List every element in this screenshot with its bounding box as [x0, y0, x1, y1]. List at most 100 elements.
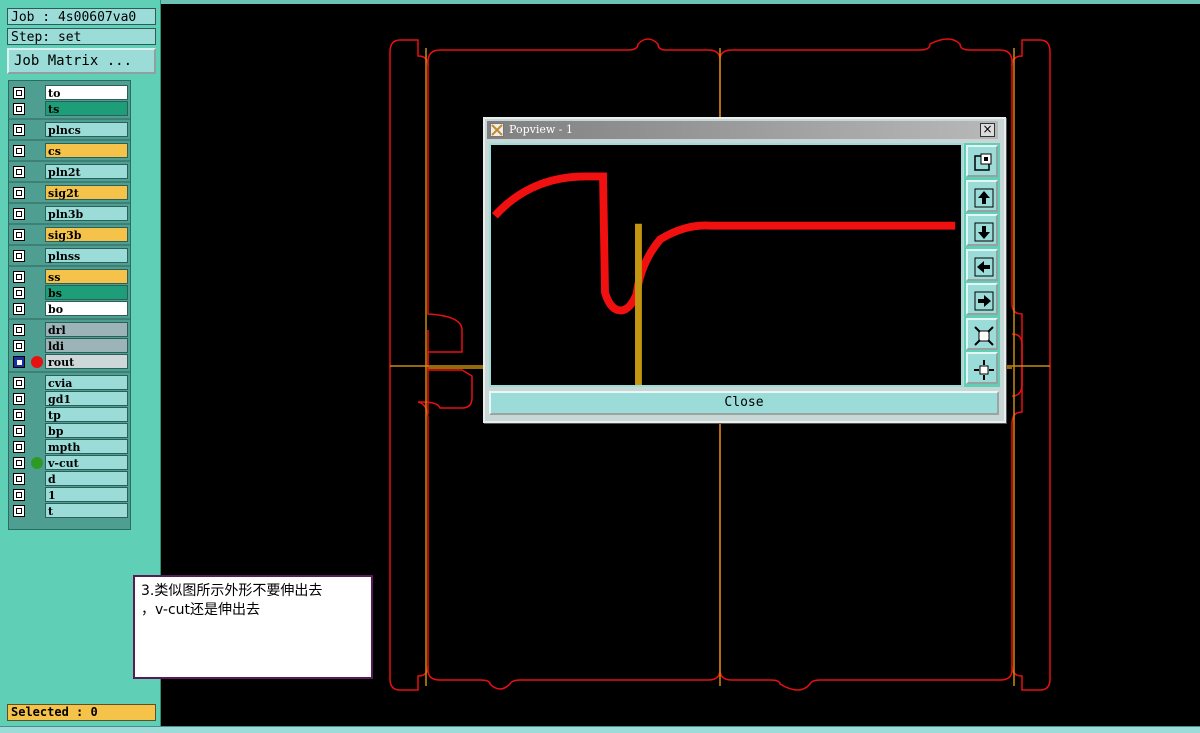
layer-checkbox[interactable]: [13, 287, 25, 299]
layer-name[interactable]: sig3b: [45, 227, 128, 242]
layer-row-to[interactable]: to: [9, 85, 130, 101]
layer-checkbox[interactable]: [13, 489, 25, 501]
close-icon[interactable]: ×: [980, 123, 995, 137]
layer-name[interactable]: plnss: [45, 248, 128, 263]
pan-down-button[interactable]: [966, 214, 998, 246]
layer-name[interactable]: cvia: [45, 375, 128, 390]
layer-checkbox[interactable]: [13, 457, 25, 469]
layer-checkbox[interactable]: [13, 103, 25, 115]
layer-row-ts[interactable]: ts: [9, 101, 130, 117]
layer-checkbox[interactable]: [13, 340, 25, 352]
layer-checkbox[interactable]: [13, 208, 25, 220]
layer-name[interactable]: to: [45, 85, 128, 100]
layer-name[interactable]: ldi: [45, 338, 128, 353]
close-button[interactable]: Close: [489, 391, 999, 415]
layer-name[interactable]: gd1: [45, 391, 128, 406]
layer-group-separator: [9, 265, 130, 267]
layer-row-rout[interactable]: rout: [9, 354, 130, 370]
layer-checkbox[interactable]: [13, 145, 25, 157]
layer-name[interactable]: bo: [45, 301, 128, 316]
layer-name[interactable]: bp: [45, 423, 128, 438]
popview-zoom-view[interactable]: [489, 143, 963, 387]
layer-name[interactable]: drl: [45, 322, 128, 337]
layer-name[interactable]: tp: [45, 407, 128, 422]
layer-group-separator: [9, 181, 130, 183]
annotation-line-2: ，v-cut还是伸出去: [141, 602, 261, 618]
layer-name[interactable]: sig2t: [45, 185, 128, 200]
layer-row-cvia[interactable]: cvia: [9, 375, 130, 391]
layer-row-pln2t[interactable]: pln2t: [9, 164, 130, 180]
layer-name[interactable]: 1: [45, 487, 128, 502]
pan-left-button[interactable]: [966, 248, 998, 281]
layer-row-bs[interactable]: bs: [9, 285, 130, 301]
layer-checkbox[interactable]: [13, 393, 25, 405]
layer-name[interactable]: pln3b: [45, 206, 128, 221]
layer-row-bp[interactable]: bp: [9, 423, 130, 439]
layer-checkbox[interactable]: [13, 271, 25, 283]
layer-row-plncs[interactable]: plncs: [9, 122, 130, 138]
layer-row-tp[interactable]: tp: [9, 407, 130, 423]
layer-row-ldi[interactable]: ldi: [9, 338, 130, 354]
pan-up-button[interactable]: [966, 179, 998, 212]
layer-checkbox[interactable]: [13, 303, 25, 315]
zoom-window-button[interactable]: [966, 145, 998, 177]
layer-row-1[interactable]: 1: [9, 487, 130, 503]
layer-name[interactable]: cs: [45, 143, 128, 158]
layer-name[interactable]: ss: [45, 269, 128, 284]
step-name-label: Step: set: [7, 28, 156, 45]
layer-row-sig2t[interactable]: sig2t: [9, 185, 130, 201]
layer-group-separator: [9, 244, 130, 246]
layer-checkbox[interactable]: [13, 473, 25, 485]
layer-row-ss[interactable]: ss: [9, 269, 130, 285]
layer-row-pln3b[interactable]: pln3b: [9, 206, 130, 222]
layer-row-v-cut[interactable]: v-cut: [9, 455, 130, 471]
layer-name[interactable]: v-cut: [45, 455, 128, 470]
layer-checkbox[interactable]: [13, 250, 25, 262]
pan-right-button[interactable]: [966, 283, 998, 315]
layer-row-t[interactable]: t: [9, 503, 130, 519]
layer-checkbox[interactable]: [13, 505, 25, 517]
popview-toolbar: [964, 143, 1000, 387]
job-matrix-button[interactable]: Job Matrix ...: [7, 48, 156, 74]
layer-marker-icon: [31, 457, 43, 469]
layer-checkbox[interactable]: [13, 409, 25, 421]
layer-checkbox[interactable]: [13, 377, 25, 389]
zoom-out-button[interactable]: [966, 317, 998, 350]
pan-left-icon: [974, 257, 994, 276]
selected-count-status: Selected : 0: [7, 704, 156, 721]
layer-checkbox[interactable]: [13, 187, 25, 199]
layer-checkbox[interactable]: [13, 229, 25, 241]
layer-row-cs[interactable]: cs: [9, 143, 130, 159]
popview-window: Popview - 1 × Close: [483, 117, 1006, 423]
layer-group-separator: [9, 202, 130, 204]
layer-name[interactable]: t: [45, 503, 128, 518]
layer-row-d[interactable]: d: [9, 471, 130, 487]
app-icon: [490, 123, 504, 137]
layer-name[interactable]: ts: [45, 101, 128, 116]
popview-titlebar[interactable]: Popview - 1 ×: [487, 121, 998, 139]
layer-row-bo[interactable]: bo: [9, 301, 130, 317]
layer-marker-icon: [31, 356, 43, 368]
layer-name[interactable]: bs: [45, 285, 128, 300]
layer-checkbox[interactable]: [13, 124, 25, 136]
layer-name[interactable]: d: [45, 471, 128, 486]
zoom-in-button[interactable]: [966, 352, 998, 384]
zoom-in-icon: [974, 360, 994, 380]
layer-checkbox[interactable]: [13, 324, 25, 336]
layer-checkbox[interactable]: [13, 166, 25, 178]
layer-checkbox[interactable]: [13, 87, 25, 99]
layer-checkbox[interactable]: [13, 441, 25, 453]
pan-down-icon: [974, 222, 994, 242]
layer-checkbox[interactable]: [13, 425, 25, 437]
layer-row-drl[interactable]: drl: [9, 322, 130, 338]
layer-row-gd1[interactable]: gd1: [9, 391, 130, 407]
layer-row-sig3b[interactable]: sig3b: [9, 227, 130, 243]
layer-row-mpth[interactable]: mpth: [9, 439, 130, 455]
layer-name[interactable]: rout: [45, 354, 128, 369]
layer-name[interactable]: pln2t: [45, 164, 128, 179]
layer-row-plnss[interactable]: plnss: [9, 248, 130, 264]
layer-checkbox[interactable]: [13, 356, 25, 368]
layer-name[interactable]: mpth: [45, 439, 128, 454]
layer-group-separator: [9, 223, 130, 225]
layer-name[interactable]: plncs: [45, 122, 128, 137]
